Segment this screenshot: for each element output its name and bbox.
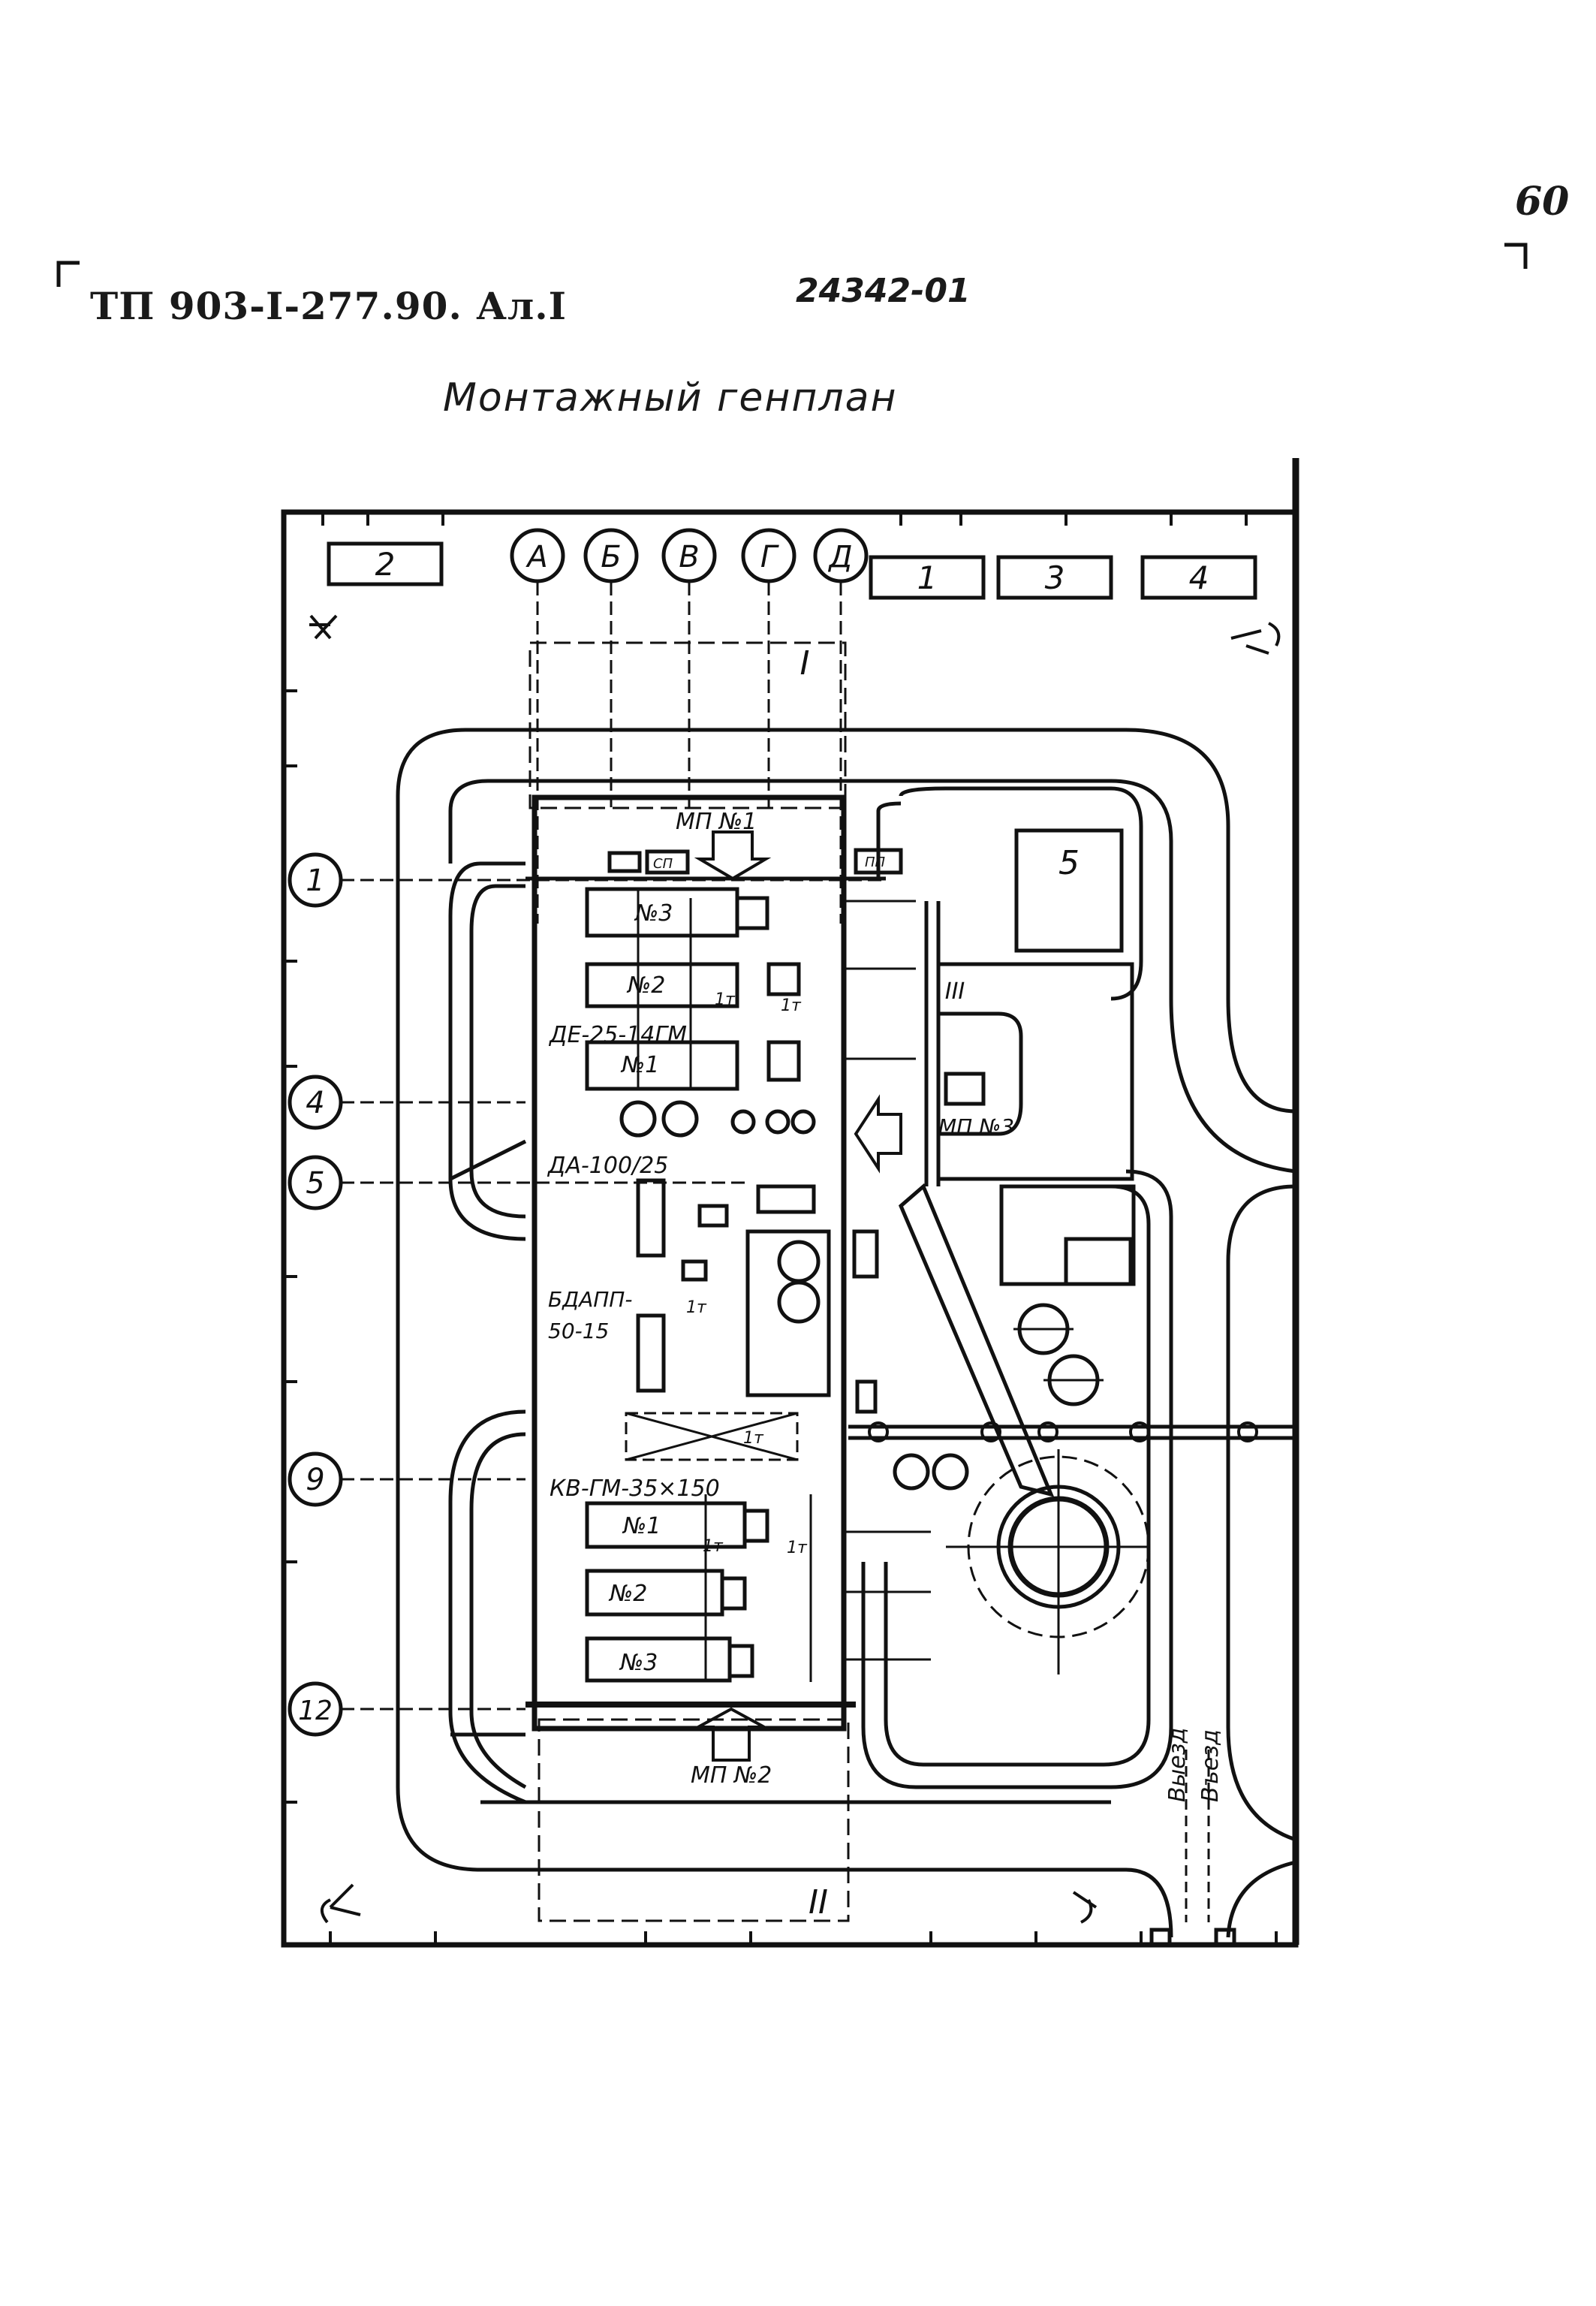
axis-letter-lines	[536, 582, 842, 924]
label-mp3: МП №3	[938, 1114, 1014, 1139]
building-1-label: 1	[917, 559, 938, 596]
axis-bubble-G	[741, 528, 796, 583]
label-bdapp-1: БДАПП-	[548, 1287, 632, 1312]
label-load-4: 1т	[743, 1429, 764, 1448]
label-mp1: МП №1	[676, 809, 757, 835]
label-bdapp-2: 50-15	[548, 1319, 609, 1343]
axis-bubble-D	[813, 528, 869, 583]
road-loops	[448, 786, 1173, 1804]
building-2	[327, 541, 444, 586]
crane-zones	[528, 641, 850, 1922]
label-sp: СП	[653, 856, 673, 872]
axis-label-G: Г	[760, 540, 779, 574]
plan-title: Монтажный генплан	[443, 375, 898, 421]
section-II: II	[809, 1883, 828, 1922]
gate-right	[1214, 1928, 1236, 1947]
axis-bubble-4	[288, 1075, 343, 1130]
axis-label-V: В	[679, 540, 699, 574]
label-de-boiler: ДЕ-25-14ГМ	[548, 1022, 687, 1048]
label-da: ДА-100/25	[547, 1153, 668, 1179]
boiler-top-2	[585, 962, 739, 1008]
building-4-label: 4	[1189, 559, 1209, 596]
building-3	[996, 555, 1113, 600]
boiler-bot-3	[585, 1636, 732, 1683]
corner-mark-left	[56, 261, 80, 287]
label-exit: Выезд	[1164, 1728, 1191, 1802]
axis-bubble-12	[288, 1681, 343, 1737]
axis-bubble-9	[288, 1451, 343, 1507]
inventory-number: 24342-01	[796, 272, 971, 310]
section-III: III	[945, 978, 965, 1005]
box-pp	[854, 848, 903, 875]
label-boiler-top-1: №1	[620, 1052, 659, 1078]
label-load-1: 1т	[715, 990, 736, 1009]
label-load-2: 1т	[781, 996, 802, 1015]
road-outer	[396, 728, 1296, 1938]
boiler-bot-2	[585, 1569, 724, 1617]
axis-label-12: 12	[298, 1696, 333, 1726]
axis-label-1: 1	[306, 864, 324, 898]
corner-mark-right	[1504, 243, 1528, 269]
label-entry: Въезд	[1197, 1729, 1224, 1802]
label-load-3: 1т	[686, 1298, 707, 1317]
axis-label-B: Б	[601, 540, 621, 574]
building-2-label: 2	[375, 546, 396, 583]
label-boiler-bot-2: №2	[608, 1581, 647, 1607]
arrow-mp1	[694, 830, 772, 881]
label-boiler-top-2: №2	[626, 972, 665, 999]
axis-label-D: Д	[827, 540, 852, 574]
axis-label-9: 9	[306, 1463, 324, 1497]
boiler-hall	[531, 794, 847, 1732]
label-boiler-bot-3: №3	[619, 1650, 658, 1676]
section-I: I	[800, 644, 810, 683]
building-1	[869, 555, 986, 600]
axis-bubble-B	[583, 528, 639, 583]
axis-label-4: 4	[306, 1086, 324, 1120]
boiler-top-1	[585, 1040, 739, 1091]
building-4	[1140, 555, 1257, 600]
label-kv-boiler: КВ-ГМ-35×150	[550, 1476, 720, 1502]
axis-label-A: А	[525, 540, 547, 574]
axis-bubble-5	[288, 1155, 343, 1210]
arrow-side	[854, 1094, 902, 1174]
building-5	[1014, 828, 1124, 953]
section-III-area	[936, 962, 1134, 1181]
label-boiler-bot-1: №1	[622, 1513, 661, 1539]
box-sp	[645, 849, 690, 875]
arrow-mp2	[697, 1707, 765, 1762]
axis-label-5: 5	[306, 1166, 324, 1201]
axis-bubble-1	[288, 852, 343, 908]
label-load-5: 1т	[703, 1537, 724, 1556]
sheet-number: 60	[1515, 179, 1570, 225]
gate-left	[1149, 1928, 1172, 1947]
document-code: ТП 903-I-277.90. Ал.I	[90, 284, 568, 328]
building-3-label: 3	[1045, 559, 1065, 596]
light-mast-symbols	[309, 614, 1281, 1924]
label-boiler-top-3: №3	[634, 900, 673, 927]
building-5-label: 5	[1058, 844, 1080, 882]
label-load-6: 1т	[787, 1539, 808, 1557]
label-pp: ПП	[865, 855, 886, 870]
axis-bubble-A	[510, 528, 565, 583]
label-mp2: МП №2	[691, 1762, 772, 1789]
axis-bubble-V	[661, 528, 717, 583]
